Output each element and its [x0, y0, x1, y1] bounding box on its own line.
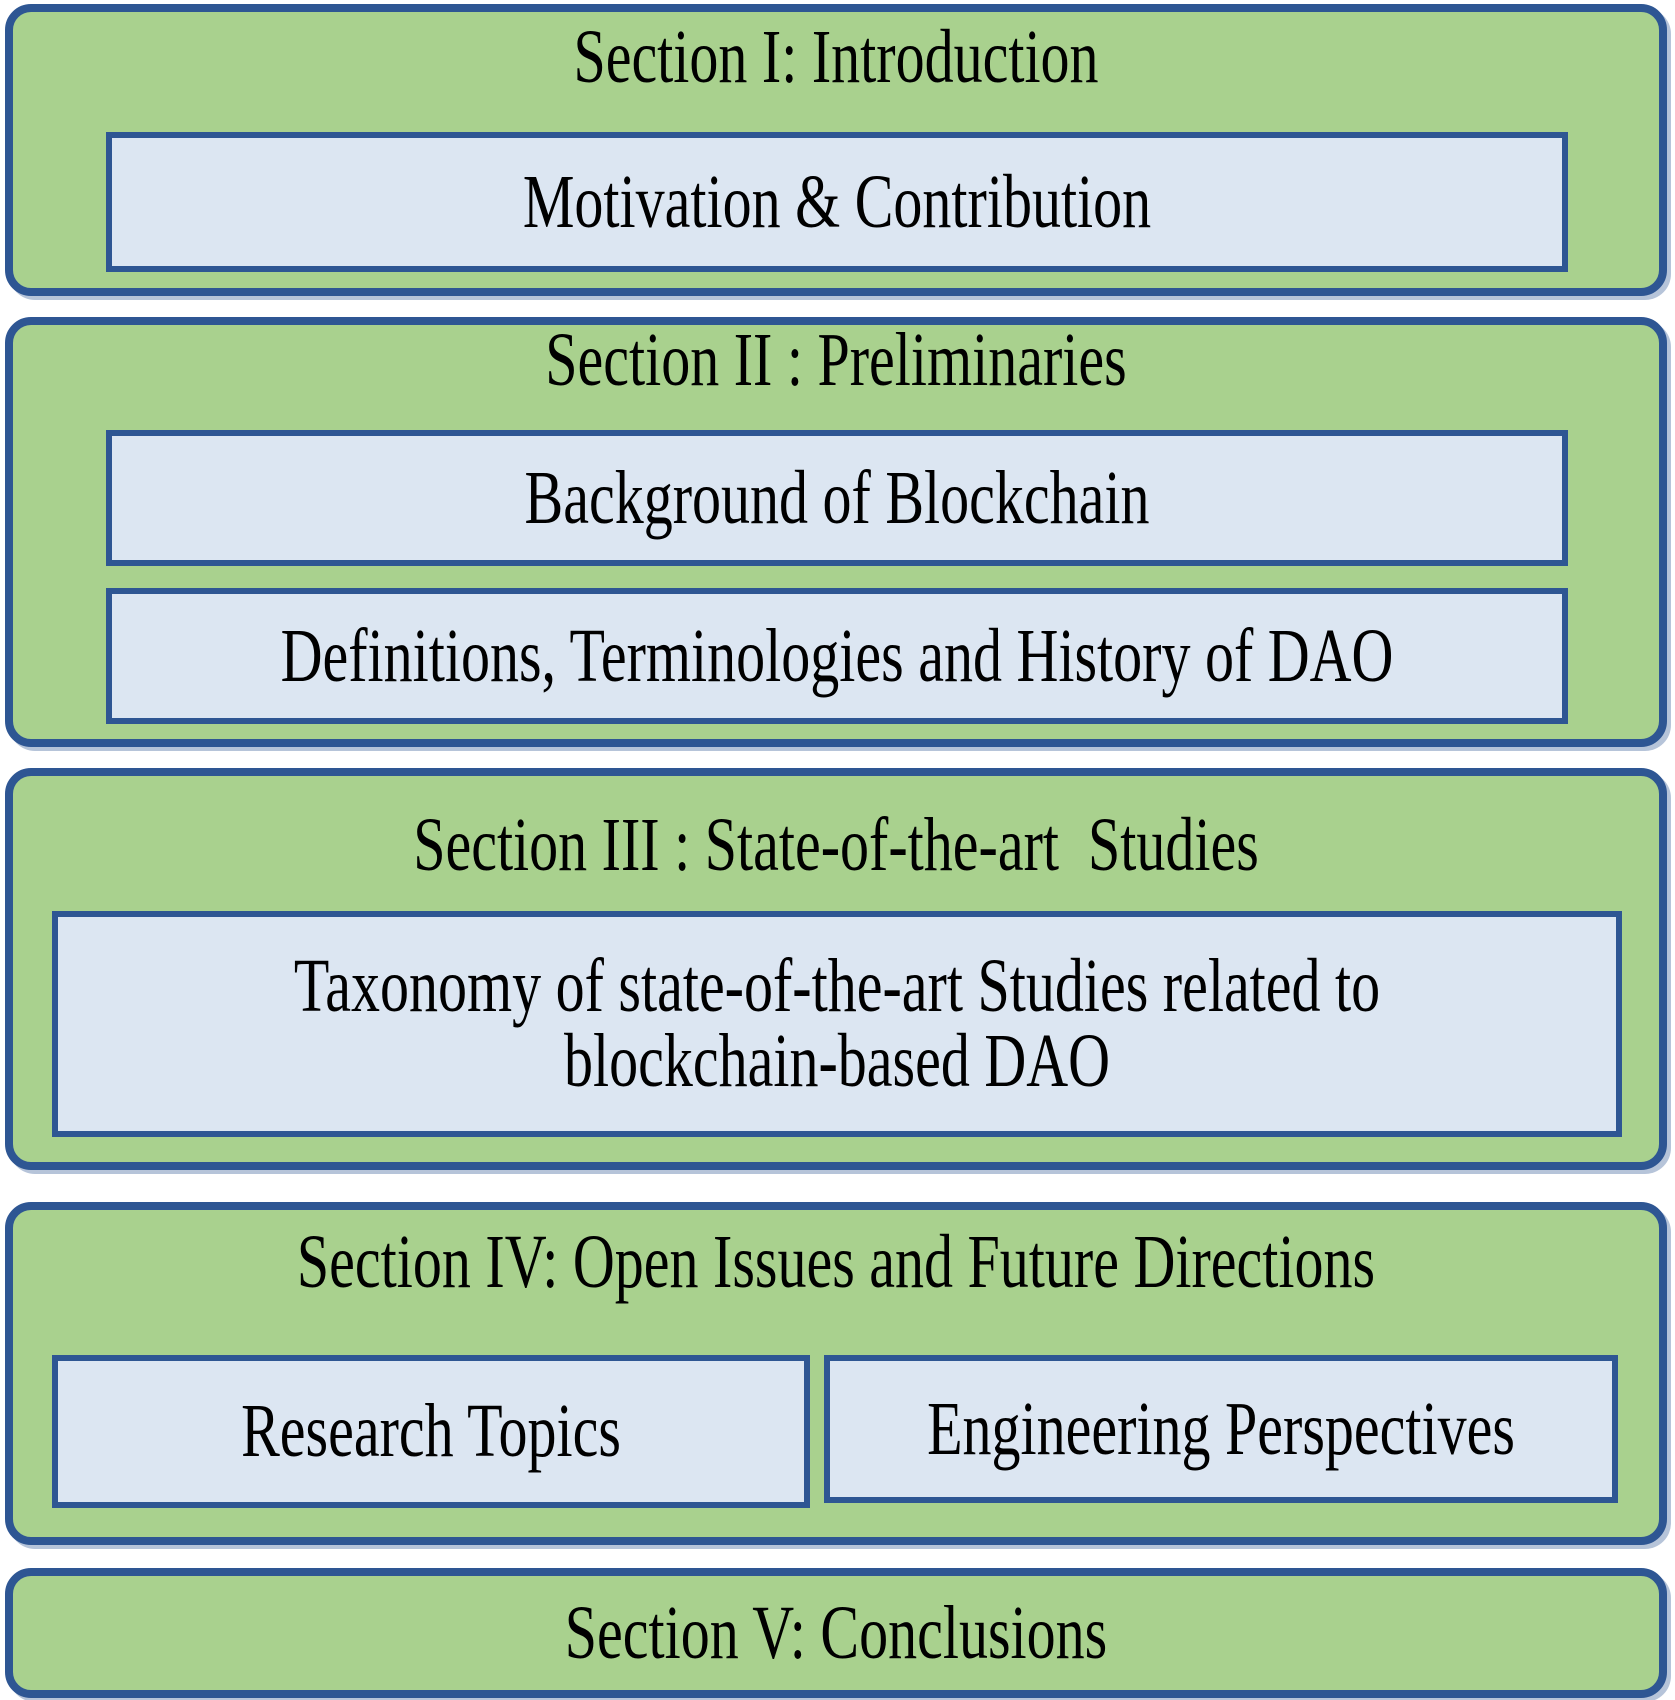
box-taxonomy-state-of-the-art: Taxonomy of state-of-the-art Studies rel…	[52, 911, 1622, 1137]
box-research-topics: Research Topics	[52, 1355, 810, 1508]
box-background-of-blockchain: Background of Blockchain	[106, 430, 1568, 566]
box-motivation-contribution: Motivation & Contribution	[106, 132, 1568, 272]
box-motivation-contribution-label: Motivation & Contribution	[522, 157, 1152, 244]
box-engineering-perspectives-label: Engineering Perspectives	[927, 1384, 1515, 1471]
box-definitions-terminologies-history-label: Definitions, Terminologies and History o…	[280, 611, 1394, 698]
box-background-of-blockchain-label: Background of Blockchain	[524, 453, 1150, 540]
box-research-topics-label: Research Topics	[241, 1387, 621, 1474]
box-definitions-terminologies-history: Definitions, Terminologies and History o…	[106, 588, 1568, 724]
box-taxonomy-state-of-the-art-label: Taxonomy of state-of-the-art Studies rel…	[293, 942, 1381, 1104]
section-5-conclusions	[5, 1568, 1667, 1698]
box-engineering-perspectives: Engineering Perspectives	[824, 1355, 1618, 1503]
